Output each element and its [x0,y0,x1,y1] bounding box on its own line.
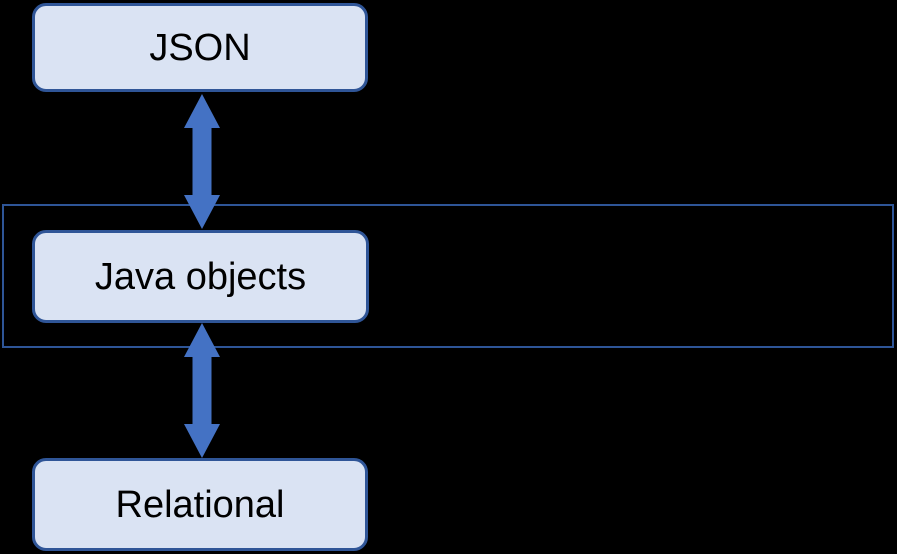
node-json: JSON [32,3,368,92]
double-arrow-json-java [183,94,221,229]
node-json-label: JSON [149,26,251,69]
node-java-objects-label: Java objects [94,255,307,298]
double-headed-arrow-icon [184,94,220,229]
double-arrow-java-relational [183,323,221,458]
middle-tier-outline-rect [2,204,894,348]
node-relational: Relational [32,458,368,551]
double-headed-arrow-icon [184,323,220,458]
node-java-objects: Java objects [32,230,369,323]
node-relational-label: Relational [115,483,285,526]
